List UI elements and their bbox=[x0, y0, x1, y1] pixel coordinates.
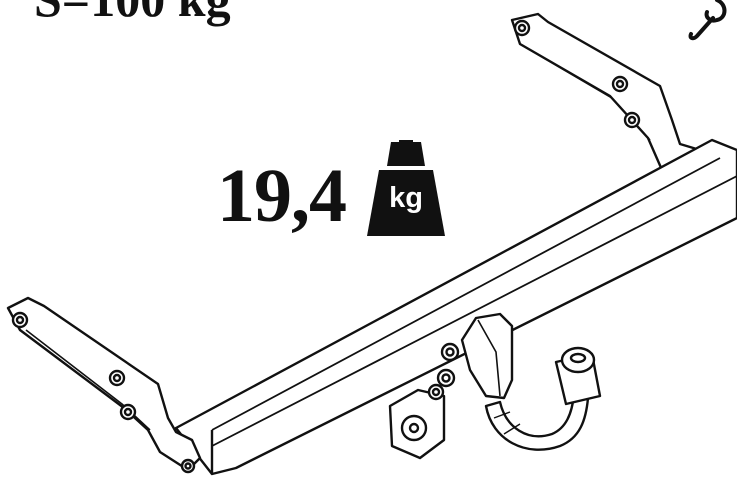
weight-value: 19,4 bbox=[217, 154, 347, 238]
coupling-load-label: S=100 kg bbox=[34, 0, 231, 24]
weight-unit: kg bbox=[389, 182, 423, 214]
left-bracket bbox=[6, 296, 202, 472]
hook-icon bbox=[688, 0, 727, 41]
right-bracket bbox=[510, 12, 702, 172]
mount-plate bbox=[460, 312, 514, 400]
weight-icon bbox=[367, 140, 445, 236]
